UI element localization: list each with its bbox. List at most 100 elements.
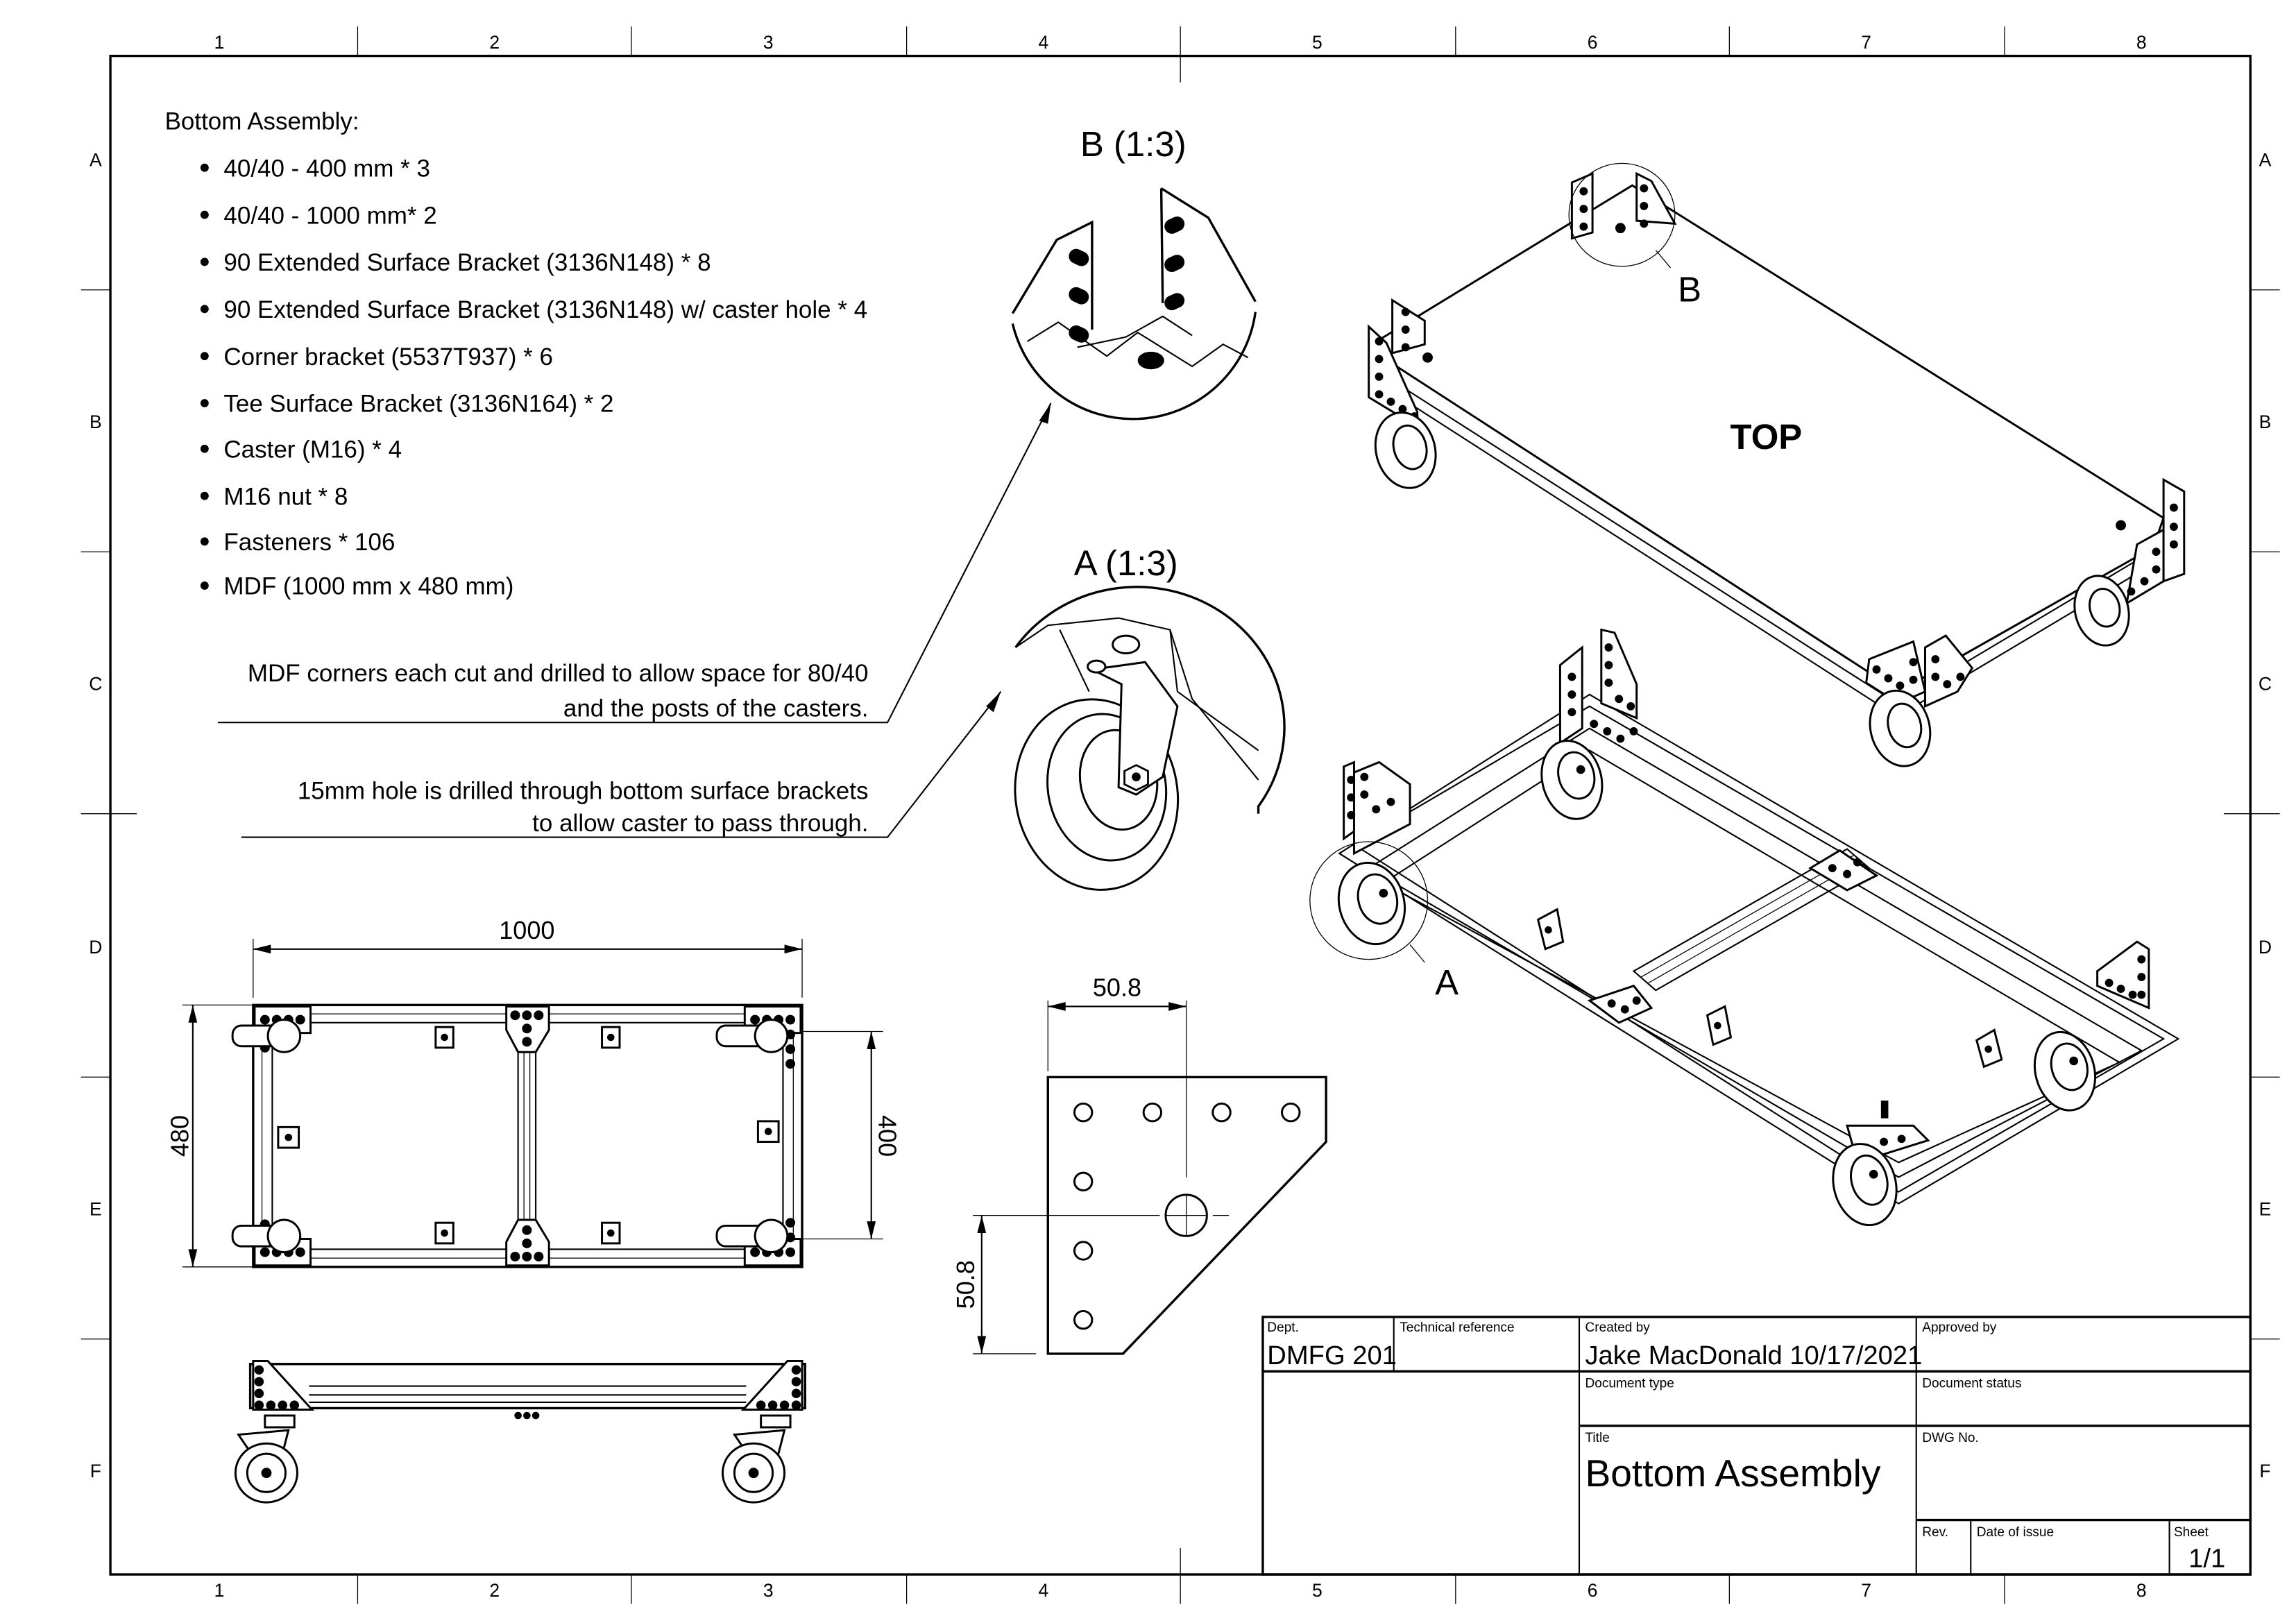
detail-a-outline: [1014, 586, 1286, 814]
bullet-icon: [200, 444, 209, 453]
detail-a-marker: [1309, 841, 1429, 960]
row-label: C: [89, 674, 102, 695]
tee-brackets: [505, 1005, 550, 1267]
dept-value: DMFG 201: [1267, 1341, 1397, 1370]
detail-a-frame: [1014, 617, 1259, 781]
row-label: E: [90, 1199, 102, 1220]
isometric-frame-view: A: [1309, 628, 2180, 1227]
column-label: 7: [1861, 32, 1871, 53]
mdf-tabs: [277, 1026, 780, 1245]
caster-top-views: [231, 1019, 789, 1254]
column-label: 6: [1588, 32, 1598, 53]
detail-a-callout: A: [1435, 963, 1459, 1003]
iso-frame-brackets: [1343, 628, 2150, 1164]
bullet-icon: [200, 257, 209, 266]
row-label: A: [2259, 150, 2272, 171]
dimension-width: 480: [166, 1115, 194, 1157]
column-label: 3: [763, 32, 774, 53]
parts-list: Bottom Assembly: 40/40 - 400 mm * 3 40/4…: [165, 108, 868, 600]
parts-list-item: 40/40 - 400 mm * 3: [223, 155, 430, 182]
detail-b-marker: [1568, 162, 1676, 267]
parts-list-item: Fasteners * 106: [223, 529, 395, 556]
detail-b-profile: [1027, 315, 1249, 368]
iso-top-casters: [1374, 411, 2130, 767]
bracket-outline: [1046, 1076, 1327, 1355]
parts-list-items: 40/40 - 400 mm * 3 40/40 - 1000 mm* 2 90…: [200, 155, 867, 600]
row-label: F: [90, 1461, 101, 1481]
side-view: [234, 1360, 806, 1504]
isometric-top-view: TOP: [1368, 162, 2186, 767]
row-dividers-left: [80, 289, 137, 1340]
bullet-icon: [200, 537, 209, 546]
parts-list-item: Tee Surface Bracket (3136N164) * 2: [223, 391, 613, 418]
row-label: F: [2259, 1461, 2270, 1481]
column-dividers-top: [357, 26, 2005, 83]
note-line: MDF corners each cut and drilled to allo…: [248, 660, 869, 687]
date-of-issue-label: Date of issue: [1977, 1525, 2054, 1540]
row-label: D: [89, 937, 102, 958]
column-label: 2: [489, 1580, 500, 1601]
column-label: 2: [489, 32, 500, 53]
row-label: E: [2259, 1199, 2272, 1220]
bullet-icon: [200, 210, 209, 219]
caster-fork-icon: [1088, 661, 1179, 796]
mdf-corner-note: MDF corners each cut and drilled to allo…: [217, 402, 1052, 724]
row-labels-left: A B C D E F: [89, 150, 102, 1481]
column-label: 8: [2136, 1580, 2147, 1601]
dept-label: Dept.: [1267, 1320, 1299, 1335]
column-label: 4: [1039, 1580, 1049, 1601]
iso-center-rail: [1632, 848, 1871, 992]
bullet-icon: [200, 491, 209, 500]
bracket-detail-view: 50.8 50.8: [951, 974, 1327, 1355]
top-surface-label: TOP: [1730, 417, 1803, 457]
drawing-frame: 1 2 3 4 5 6 7 8 1 2 3 4 5 6 7 8 A B C D …: [80, 26, 2280, 1604]
iso-top-brackets: [1368, 171, 2186, 708]
technical-reference-label: Technical reference: [1400, 1320, 1514, 1335]
column-label: 6: [1588, 1580, 1598, 1601]
bracket-holes: [1073, 1102, 1301, 1330]
document-status-label: Document status: [1922, 1377, 2021, 1391]
column-label: 5: [1312, 32, 1323, 53]
title-block-border: [1261, 1316, 2252, 1576]
created-by-value: Jake MacDonald 10/17/2021: [1585, 1341, 1922, 1370]
side-view-casters: [234, 1414, 792, 1504]
column-labels-top: 1 2 3 4 5 6 7 8: [214, 32, 2147, 53]
dimension-bracket-horizontal: 50.8: [1093, 974, 1141, 1002]
column-label: 8: [2136, 32, 2147, 53]
frame-border: [109, 54, 2252, 1576]
side-view-bolts: [254, 1365, 801, 1420]
column-label: 7: [1861, 1580, 1871, 1601]
outer-frame: [252, 1003, 803, 1268]
column-label: 1: [214, 32, 225, 53]
parts-list-item: Caster (M16) * 4: [223, 436, 402, 464]
parts-list-item: 90 Extended Surface Bracket (3136N148) *…: [223, 249, 711, 276]
column-labels-bottom: 1 2 3 4 5 6 7 8: [214, 1580, 2147, 1601]
detail-a-title: A (1:3): [1074, 543, 1178, 583]
bullet-icon: [200, 352, 209, 361]
title-label: Title: [1585, 1431, 1609, 1445]
top-view: 1000 480 400: [166, 916, 901, 1268]
leader-line: [241, 691, 1002, 838]
row-dividers-right: [2224, 289, 2280, 1340]
arrowhead-icon: [1039, 403, 1051, 424]
document-type-label: Document type: [1585, 1377, 1674, 1391]
note-line: and the posts of the casters.: [563, 695, 869, 722]
sheet-value: 1/1: [2188, 1543, 2225, 1573]
note-line: 15mm hole is drilled through bottom surf…: [298, 777, 869, 804]
center-rail: [517, 1021, 537, 1250]
detail-a-caster: [1014, 634, 1180, 891]
row-label: B: [2259, 411, 2272, 432]
detail-view-b: B (1:3): [1011, 124, 1257, 420]
title-block: Dept. DMFG 201 Technical reference Creat…: [1261, 1316, 2252, 1576]
dimension-inner-width: 400: [873, 1115, 901, 1157]
row-labels-right: A B C D E F: [2259, 150, 2272, 1481]
sheet-label: Sheet: [2174, 1525, 2209, 1540]
note-line: to allow caster to pass through.: [532, 810, 868, 837]
bullet-icon: [200, 163, 209, 172]
rev-label: Rev.: [1922, 1525, 1948, 1540]
row-label: D: [2259, 937, 2272, 958]
column-dividers-bottom: [357, 1547, 2005, 1604]
leader-line: [217, 402, 1052, 724]
column-label: 4: [1039, 32, 1049, 53]
column-label: 1: [214, 1580, 225, 1601]
